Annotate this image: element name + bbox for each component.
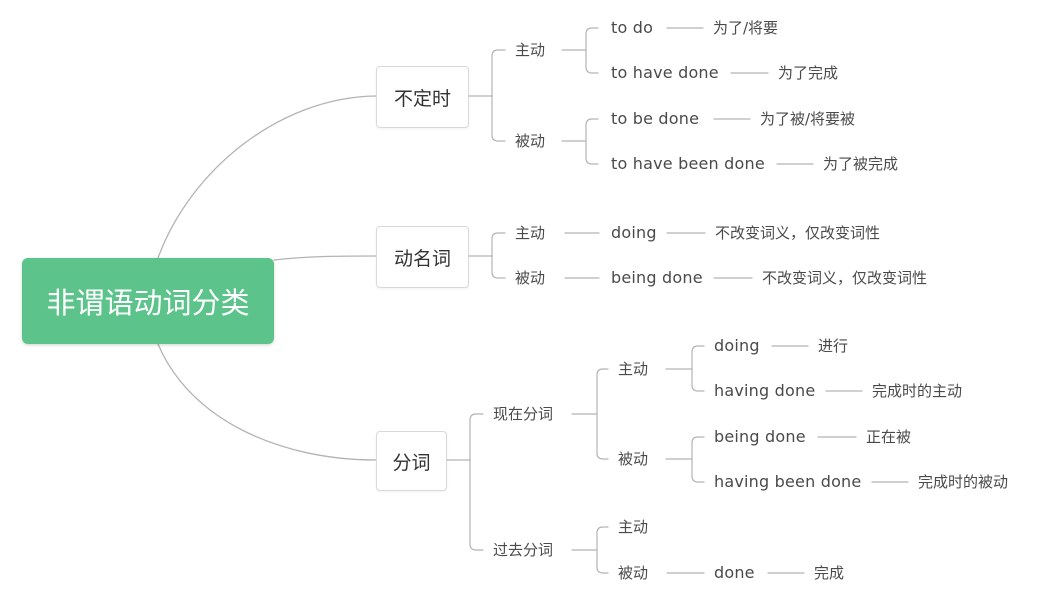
connector-6 <box>585 27 599 74</box>
past-passive-label[interactable]: 被动 <box>618 564 649 582</box>
inf-active-meaning-1: 为了/将要 <box>713 19 779 37</box>
inf-active-form-1[interactable]: to do <box>611 18 654 37</box>
past-participle-label[interactable]: 过去分词 <box>493 541 554 559</box>
pres-passive-form-1[interactable]: being done <box>714 427 806 446</box>
ger-passive-form[interactable]: being done <box>611 268 703 287</box>
inf-passive-meaning-2: 为了被完成 <box>823 155 899 173</box>
inf-passive-label[interactable]: 被动 <box>515 132 546 150</box>
connector-4 <box>491 49 506 142</box>
ger-active-meaning: 不改变词义，仅改变词性 <box>715 224 881 242</box>
pres-passive-meaning-1: 正在被 <box>866 428 912 446</box>
node-participle[interactable]: 分词 <box>376 431 447 491</box>
inf-passive-form-2[interactable]: to have been done <box>611 154 765 173</box>
ger-passive-label[interactable]: 被动 <box>515 269 546 287</box>
ger-active-label[interactable]: 主动 <box>515 224 546 242</box>
connector-10 <box>585 118 599 165</box>
present-participle-label[interactable]: 现在分词 <box>493 405 554 423</box>
inf-passive-meaning-1: 为了被/将要被 <box>760 110 856 128</box>
connector-28 <box>691 436 705 483</box>
connector-22 <box>596 368 609 460</box>
pres-passive-label[interactable]: 被动 <box>618 450 649 468</box>
pres-active-form-1[interactable]: doing <box>714 336 760 355</box>
connector-14 <box>491 232 506 279</box>
past-passive-form[interactable]: done <box>714 563 755 582</box>
connector-0 <box>157 95 377 259</box>
pres-active-meaning-2: 完成时的主动 <box>872 382 963 400</box>
connector-32 <box>596 526 609 574</box>
pres-active-meaning-1: 进行 <box>818 337 849 355</box>
ger-active-form[interactable]: doing <box>611 223 657 242</box>
node-infinitive[interactable]: 不定时 <box>376 66 469 128</box>
connector-1 <box>273 255 377 261</box>
pres-passive-form-2[interactable]: having been done <box>714 472 862 491</box>
past-active-label[interactable]: 主动 <box>618 518 649 536</box>
inf-active-meaning-2: 为了完成 <box>778 64 839 82</box>
pres-active-label[interactable]: 主动 <box>618 360 649 378</box>
inf-active-label[interactable]: 主动 <box>515 41 546 59</box>
connector-24 <box>691 345 705 392</box>
ger-passive-meaning: 不改变词义，仅改变词性 <box>762 269 928 287</box>
connector-2 <box>157 343 377 461</box>
pres-active-form-2[interactable]: having done <box>714 381 816 400</box>
past-passive-meaning: 完成 <box>814 564 845 582</box>
pres-passive-meaning-2: 完成时的被动 <box>918 473 1009 491</box>
connector-20 <box>469 413 484 551</box>
inf-active-form-2[interactable]: to have done <box>611 63 719 82</box>
inf-passive-form-1[interactable]: to be done <box>611 109 700 128</box>
root-node[interactable]: 非谓语动词分类 <box>22 258 274 344</box>
node-gerund[interactable]: 动名词 <box>376 226 469 288</box>
